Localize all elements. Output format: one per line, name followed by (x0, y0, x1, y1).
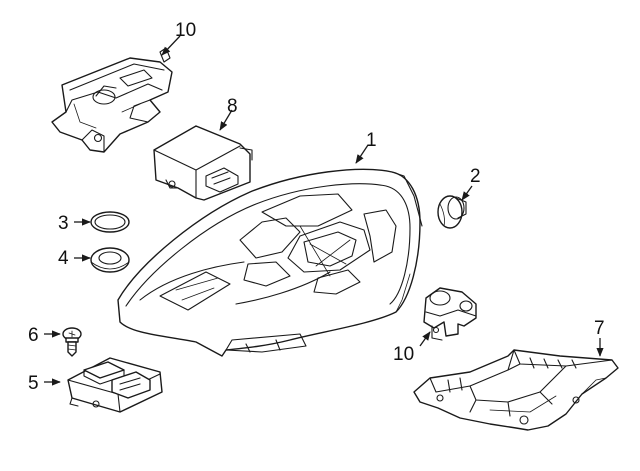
callout-4: 4 (58, 248, 69, 269)
grommet-part (437, 195, 467, 229)
seal-ring-part (90, 247, 130, 273)
o-ring-part (90, 211, 130, 233)
mounting-bracket-part (413, 349, 619, 431)
control-module-part (67, 357, 163, 413)
headlight-assembly-part (117, 168, 423, 357)
callout-2: 2 (470, 166, 481, 187)
driver-module-part (153, 125, 253, 201)
module-bracket-part (51, 47, 173, 153)
screw-part (62, 327, 82, 357)
callout-1: 1 (366, 130, 377, 151)
callout-10: 10 (393, 344, 414, 365)
leveling-motor-part (423, 287, 477, 341)
callout-3: 3 (58, 213, 69, 234)
callout-5: 5 (28, 373, 39, 394)
callout-6: 6 (28, 325, 39, 346)
callout-9: 10 (175, 20, 196, 41)
callout-7: 7 (594, 318, 605, 339)
callout-8: 8 (227, 96, 238, 117)
